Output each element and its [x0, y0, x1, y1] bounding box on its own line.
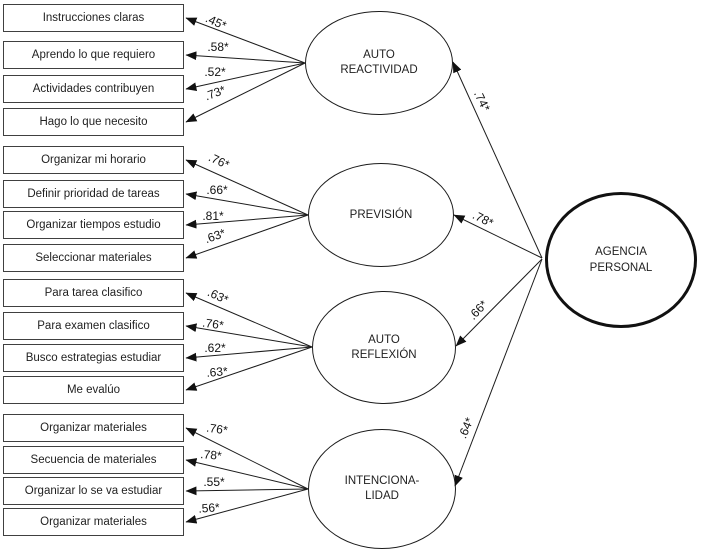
arrow — [455, 258, 543, 347]
loading-label: .76* — [201, 315, 225, 333]
loading-label: .63* — [205, 285, 231, 307]
latent-circle-agencia-personal: AGENCIA PERSONAL — [545, 192, 697, 328]
loading-label: .76* — [205, 420, 229, 438]
loading-label: .76* — [206, 150, 232, 172]
loading-label: .55* — [203, 475, 225, 489]
factor-ellipse-auto-reactividad: AUTO REACTIVIDAD — [305, 11, 453, 115]
arrow — [453, 214, 543, 259]
indicator-box: Organizar mi horario — [3, 146, 184, 174]
factor-ellipse-prevision: PREVISIÓN — [308, 163, 454, 267]
factor-label: REACTIVIDAD — [340, 64, 418, 76]
indicator-box: Hago lo que necesito — [3, 108, 184, 136]
path-coefficient-label: .66* — [465, 297, 491, 323]
loading-label: .45* — [203, 11, 229, 33]
indicator-box: Organizar tiempos estudio — [3, 211, 184, 239]
loading-label: .63* — [205, 364, 229, 380]
indicator-box: Definir prioridad de tareas — [3, 180, 184, 208]
arrow — [452, 61, 543, 259]
factor-label: INTENCIONA- — [344, 475, 420, 487]
indicator-box: Secuencia de materiales — [3, 446, 184, 474]
indicator-box: Instrucciones claras — [3, 4, 184, 32]
loading-label: .78* — [199, 447, 223, 463]
latent-label: AGENCIA — [595, 246, 647, 258]
arrow — [454, 258, 543, 487]
latent-label: PERSONAL — [589, 262, 653, 274]
loading-label: .62* — [204, 341, 226, 355]
arrow — [185, 486, 309, 496]
indicator-box: Seleccionar materiales — [3, 244, 184, 272]
indicator-box: Aprendo lo que requiero — [3, 41, 184, 69]
factor-ellipse-intencionalidad: INTENCIONA- LIDAD — [308, 429, 456, 549]
loading-label: .63* — [202, 225, 228, 247]
loading-label: .52* — [204, 65, 226, 79]
indicator-box: Organizar materiales — [3, 508, 184, 536]
factor-ellipse-auto-reflexion: AUTO REFLEXIÓN — [312, 291, 456, 404]
factor-label: AUTO — [363, 49, 395, 61]
loading-label: .58* — [207, 40, 229, 54]
indicator-box: Organizar materiales — [3, 414, 184, 442]
path-coefficient-label: .78* — [470, 207, 496, 231]
factor-label: PREVISIÓN — [349, 208, 413, 221]
indicator-box: Actividades contribuyen — [3, 75, 184, 103]
indicator-box: Me evalúo — [3, 376, 184, 404]
loading-label: .66* — [206, 183, 228, 197]
path-coefficient-label: .74* — [471, 88, 493, 114]
factor-label: REFLEXIÓN — [351, 348, 417, 361]
path-coefficient-label: .64* — [455, 415, 477, 441]
factor-label: LIDAD — [365, 490, 399, 502]
loading-label: .56* — [197, 500, 221, 516]
loading-label: .81* — [202, 209, 224, 223]
arrow — [185, 159, 309, 216]
loading-label: .73* — [202, 82, 228, 104]
arrow — [185, 51, 306, 64]
indicator-box: Busco estrategias estudiar — [3, 344, 184, 372]
indicator-box: Organizar lo se va estudiar — [3, 477, 184, 505]
factor-label: AUTO — [368, 333, 400, 346]
indicator-box: Para examen clasifico — [3, 312, 184, 340]
indicator-box: Para tarea clasifico — [3, 279, 184, 307]
arrow — [185, 17, 306, 64]
